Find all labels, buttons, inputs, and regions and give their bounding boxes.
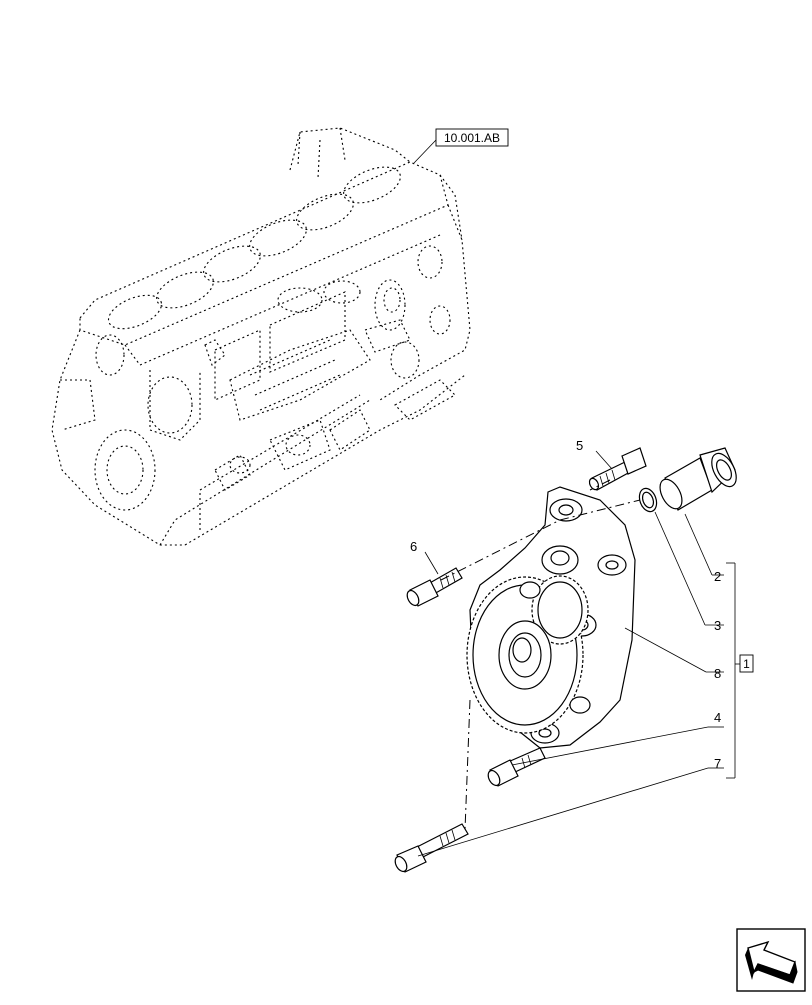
group-bracket (726, 562, 740, 779)
leader-lines (417, 450, 724, 857)
reference-label: 10.001.AB (444, 131, 500, 145)
callout-6: 6 (410, 539, 417, 554)
callout-4: 4 (714, 710, 721, 725)
bolt-6 (406, 567, 463, 607)
reference-label-box[interactable]: 10.001.AB (413, 128, 509, 164)
relief-valve-2 (659, 447, 737, 511)
bolt-4 (487, 747, 546, 787)
group-label-box[interactable]: 1 (739, 654, 754, 673)
callout-5: 5 (576, 438, 583, 453)
callout-2: 2 (714, 569, 721, 584)
callout-8: 8 (714, 666, 721, 681)
engine-block-illustration (51, 127, 471, 546)
arrow-navigation-icon[interactable] (736, 928, 806, 992)
group-label: 1 (743, 657, 750, 671)
bolt-7 (394, 823, 469, 873)
ring-seal-3 (638, 487, 658, 513)
bolt-5 (588, 447, 647, 491)
callout-3: 3 (714, 618, 721, 633)
oil-pump-assembly (466, 486, 636, 749)
callout-7: 7 (714, 756, 721, 771)
